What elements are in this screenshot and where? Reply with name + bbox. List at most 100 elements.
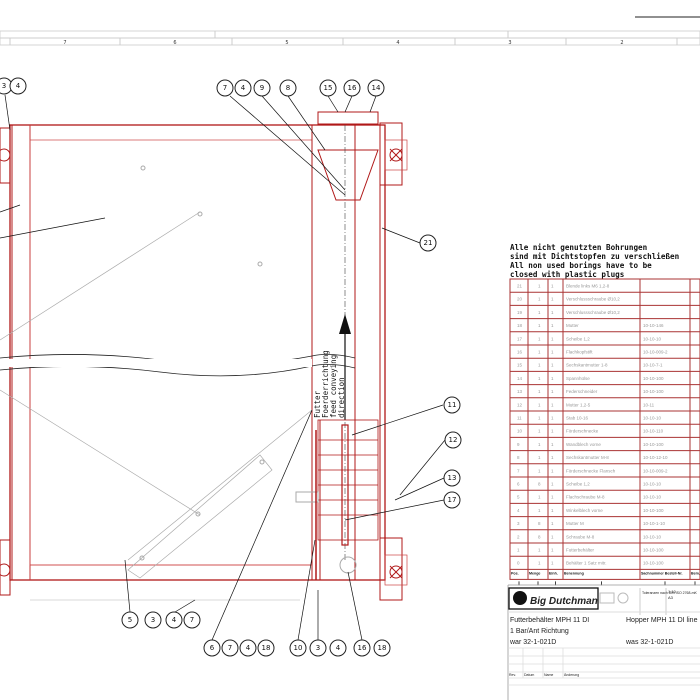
- table-cell: 10-10-12-10: [643, 455, 668, 460]
- table-cell: Wandblech vorne: [566, 442, 601, 447]
- item-balloon: 9: [253, 79, 271, 97]
- balloon-number: 10: [294, 644, 303, 652]
- table-cell: Blende links M6 1,2-8: [566, 284, 610, 289]
- balloon-number: 4: [241, 84, 246, 92]
- table-cell: 9: [517, 442, 520, 447]
- item-balloon: 18: [373, 639, 391, 657]
- item-balloon: 4: [329, 639, 347, 657]
- item-balloon: 6: [203, 639, 221, 657]
- table-header: Sachnummer Bestell-Nr.: [641, 571, 683, 575]
- table-cell: 1: [538, 310, 541, 315]
- balloon-number: 18: [262, 644, 271, 652]
- table-cell: 1: [551, 284, 554, 289]
- balloon-number: 7: [223, 84, 227, 92]
- table-cell: 1: [551, 561, 554, 566]
- item-balloon: 4: [234, 79, 252, 97]
- balloon-number: 4: [246, 644, 251, 652]
- table-cell: 10-10-1-10: [643, 521, 666, 526]
- balloon-number: 3: [316, 644, 320, 652]
- item-balloon: 21: [419, 234, 437, 252]
- table-cell: Mutter 1,2-5: [566, 402, 591, 407]
- tolerance-note: Toleranzen nach DIN ISO 2768-mK: [642, 591, 698, 595]
- balloon-number: 16: [348, 84, 357, 92]
- table-cell: 1: [538, 455, 541, 460]
- table-cell: 1: [551, 297, 554, 302]
- item-balloon: 11: [443, 396, 461, 414]
- table-cell: Scheibe 1,2: [566, 336, 590, 341]
- zone-label: 7: [63, 40, 66, 46]
- balloon-number: 15: [324, 84, 333, 92]
- mount-bracket: [0, 122, 408, 601]
- balloon-number: 18: [378, 644, 387, 652]
- table-cell: 10-10-100: [643, 442, 664, 447]
- table-cell: 20: [517, 297, 523, 302]
- table-cell: 1: [551, 429, 554, 434]
- title-english: Hopper MPH 11 DI line: [626, 617, 698, 624]
- item-balloon: 4: [9, 77, 27, 95]
- subtitle: 1 Bar/Ant Richtung: [510, 628, 569, 635]
- table-cell: Verschlussschraube Ø10,2: [566, 297, 620, 302]
- balloon-number: 4: [172, 616, 177, 624]
- table-header: Benennung: [564, 571, 584, 575]
- table-cell: 1: [538, 548, 541, 553]
- balloon-number: 7: [228, 644, 232, 652]
- rev-header: Datum: [524, 673, 534, 677]
- balloon-number: 12: [449, 436, 458, 444]
- previous-number-german: war 32-1-021D: [509, 639, 556, 646]
- item-balloon: 14: [367, 79, 385, 97]
- table-cell: 8: [517, 455, 520, 460]
- table-cell: 1: [551, 350, 554, 355]
- table-cell: 10-10-146: [643, 323, 664, 328]
- table-cell: 10-10-100: [643, 508, 664, 513]
- table-cell: 10-10-100: [643, 376, 664, 381]
- table-cell: 1: [538, 402, 541, 407]
- table-cell: 4: [517, 508, 520, 513]
- table-cell: 19: [517, 310, 523, 315]
- balloon-number: 5: [128, 616, 132, 624]
- balloon-number: 3: [151, 616, 155, 624]
- item-balloon: 3: [144, 611, 162, 629]
- table-cell: 13: [517, 389, 523, 394]
- balloon-number: 11: [448, 401, 457, 409]
- balloon-number: 13: [448, 474, 457, 482]
- flow-label-line: direction: [337, 377, 346, 418]
- table-header: Bem.: [691, 571, 700, 575]
- rev-header: Rev.: [509, 673, 516, 677]
- table-cell: 1: [551, 468, 554, 473]
- company-logo: [508, 587, 599, 610]
- previous-number-english: was 32-1-021D: [625, 639, 673, 646]
- table-cell: 1: [551, 534, 554, 539]
- table-cell: Flachschraube M-8: [566, 495, 605, 500]
- table-cell: 10-10-7-1: [643, 363, 663, 368]
- table-cell: 8: [538, 482, 541, 487]
- item-balloon: 16: [343, 79, 361, 97]
- table-cell: 1: [551, 455, 554, 460]
- item-balloon: 8: [279, 79, 297, 97]
- table-cell: 14: [517, 376, 523, 381]
- table-cell: 17: [517, 336, 523, 341]
- plug-note: Alle nicht genutzten Bohrungen sind mit …: [510, 243, 679, 279]
- table-cell: 1: [538, 508, 541, 513]
- table-cell: 1: [551, 521, 554, 526]
- table-cell: 1: [538, 468, 541, 473]
- note-line: All non used borings have to be: [510, 261, 652, 270]
- table-cell: 1: [517, 548, 520, 553]
- balloon-number: 21: [424, 239, 433, 247]
- item-balloon: 15: [319, 79, 337, 97]
- flow-label-line: Foerderrichtung: [321, 350, 330, 418]
- note-line: closed with plastic plugs: [510, 270, 624, 279]
- table-cell: 10-10-10: [643, 534, 662, 539]
- table-cell: 0: [517, 561, 520, 566]
- table-cell: 8: [538, 534, 541, 539]
- balloon-number: 14: [372, 84, 381, 92]
